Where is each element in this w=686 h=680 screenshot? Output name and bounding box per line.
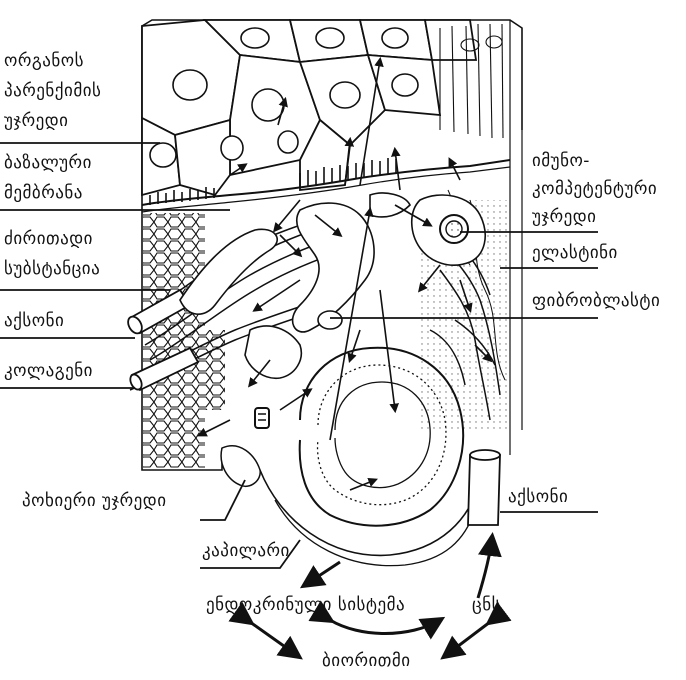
label-elastin: ელასტინი [532,240,618,266]
pokier-cell [221,446,260,487]
label-capillary: კაპილარი [202,538,290,564]
label-collagen: კოლაგენი [4,358,93,384]
label-immune-2: კომპეტენტური [532,176,657,202]
label-ground-2: სუბსტანცია [4,256,100,282]
label-immune-1: იმუნო- [532,148,590,174]
label-organ-cell-3: უჯრედი [4,108,68,134]
capillary-drawing [260,348,480,566]
label-immune-3: უჯრედი [532,204,596,230]
label-axon-left: აქსონი [4,308,64,334]
label-cns: ცნს [472,592,501,618]
red-blood-cell [255,408,269,428]
label-axon-right: აქსონი [508,484,568,510]
label-organ-cell-1: ორგანოს [4,48,84,74]
axon-right-drawing [468,450,500,525]
label-fibroblast: ფიბრობლასტი [532,288,660,314]
label-pokier-cell: პოხიერი უჯრედი [22,488,167,514]
label-basal-1: ბაზალური [4,150,92,176]
label-biorhythm: ბიორითმი [322,648,411,674]
label-endocrine-system: ენდოკრინული სისტემა [206,592,405,618]
label-basal-2: მემბრანა [4,180,83,206]
label-organ-cell-2: პარენქიმის [4,78,101,104]
label-ground-1: ძირითადი [4,226,93,252]
